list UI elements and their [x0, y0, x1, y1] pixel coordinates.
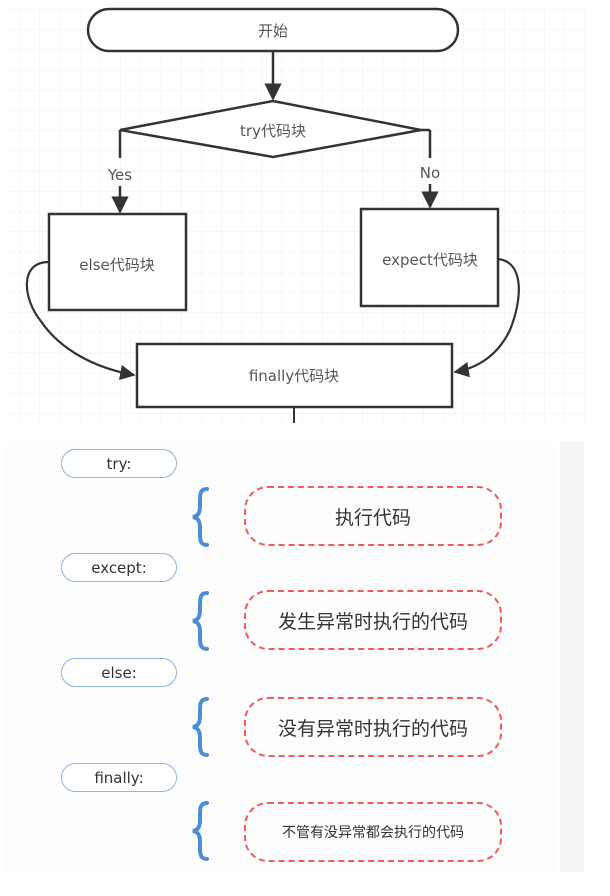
keyword-label: finally: [94, 768, 144, 787]
keyword-label: except: [91, 558, 147, 577]
keyword-label: try: [106, 454, 132, 473]
keyword-pill-except: except: [61, 553, 177, 582]
description-box-else: 没有异常时执行的代码 [244, 697, 502, 757]
description-box-except: 发生异常时执行的代码 [244, 590, 502, 650]
decision-label: try代码块 [240, 122, 306, 140]
finally-block [135, 342, 454, 409]
brace-icon [192, 801, 209, 861]
finally-block-label: finally代码块 [249, 367, 339, 385]
description-label: 发生异常时执行的代码 [277, 610, 468, 633]
start-label: 开始 [258, 22, 288, 40]
decision-diamond [119, 99, 422, 159]
flowchart: 开始 try代码块 Yes No else代码块 expect代码块 final… [5, 7, 588, 423]
keyword-pill-finally: finally: [61, 763, 177, 792]
except-block-label: expect代码块 [382, 251, 478, 269]
keyword-pill-else: else: [61, 658, 177, 687]
connector-except-finally [453, 257, 520, 378]
yes-label: Yes [107, 166, 132, 184]
no-label: No [420, 164, 440, 182]
brace-icon [192, 697, 209, 757]
connector-else-finally [25, 260, 136, 381]
brace-icon [192, 591, 209, 651]
description-label: 没有异常时执行的代码 [277, 717, 468, 740]
syntax-panel [5, 442, 555, 872]
keyword-pill-try: try: [61, 449, 177, 478]
keyword-label: else: [101, 663, 137, 682]
brace-icon [192, 487, 209, 547]
description-label: 执行代码 [334, 506, 411, 529]
side-strip [560, 442, 584, 872]
except-block [359, 207, 500, 308]
else-block [47, 212, 188, 312]
else-block-label: else代码块 [79, 256, 154, 274]
description-label: 不管有没异常都会执行的代码 [282, 825, 464, 841]
description-box-try: 执行代码 [244, 486, 502, 546]
description-box-finally: 不管有没异常都会执行的代码 [244, 802, 502, 862]
